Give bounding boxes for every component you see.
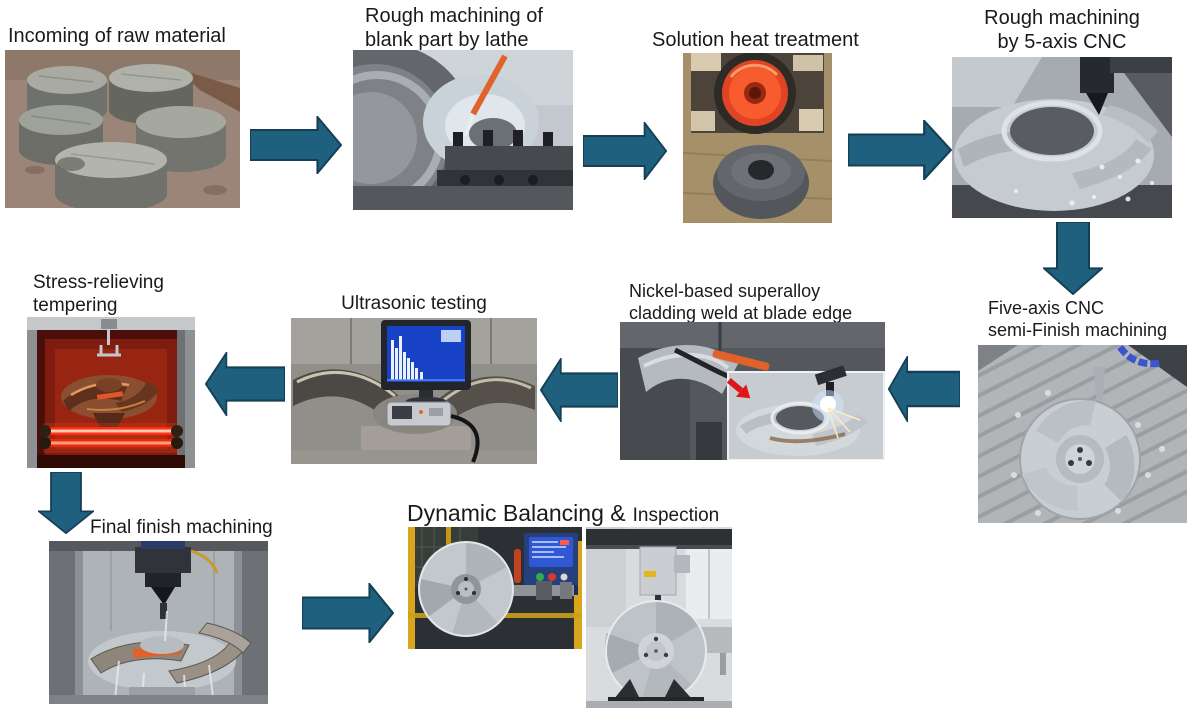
flow-arrow-left-3 bbox=[205, 352, 285, 416]
impeller-on-balancer bbox=[418, 541, 514, 637]
step-label-rough-cnc-line2: by 5-axis CNC bbox=[997, 31, 1127, 54]
step-label-balancing-sub: Inspection bbox=[632, 505, 720, 526]
photo-tempering-furnace bbox=[27, 317, 195, 468]
cnc-spindle bbox=[1080, 57, 1172, 115]
step-label-semi-finish: Five-axis CNC semi-Finish machining bbox=[988, 298, 1167, 342]
cooled-part-disc bbox=[713, 145, 809, 219]
step-label-cladding-line2: cladding weld at blade edge bbox=[629, 302, 853, 323]
arrow-right-shape bbox=[302, 583, 394, 643]
photo-cmm-inspection bbox=[586, 527, 732, 708]
photo-final-finish bbox=[49, 541, 268, 704]
mill-spindle bbox=[135, 541, 219, 619]
arrow-right-shape bbox=[848, 120, 952, 180]
step-label-heat-treatment: Solution heat treatment bbox=[652, 29, 859, 51]
step-label-semi-finish-line1: Five-axis CNC bbox=[988, 298, 1105, 318]
photo-heat-treatment bbox=[683, 53, 832, 223]
photo-rough-cnc bbox=[952, 57, 1172, 218]
step-label-lathe-line2: blank part by lathe bbox=[365, 29, 529, 52]
photo-cladding-weld bbox=[620, 322, 885, 460]
step-label-tempering-line2: tempering bbox=[33, 295, 118, 317]
arrow-left-shape bbox=[205, 352, 285, 416]
weld-torch bbox=[814, 365, 847, 386]
cmm-head bbox=[639, 546, 690, 623]
coolant-nozzle bbox=[463, 54, 508, 137]
step-label-cladding-line1: Nickel-based superalloy bbox=[629, 281, 821, 301]
step-label-cladding: Nickel-based superalloy cladding weld at… bbox=[629, 281, 852, 325]
step-label-balancing-inspection: Dynamic Balancing & Inspection bbox=[407, 499, 719, 527]
impeller-semi-finish bbox=[1019, 398, 1141, 520]
cmm-beam bbox=[586, 529, 732, 545]
impeller-edge bbox=[638, 345, 738, 394]
lathe-chuck bbox=[437, 130, 573, 186]
photo-lathe-machining bbox=[353, 50, 573, 210]
impeller-under-inspection bbox=[604, 600, 707, 702]
step-label-raw-material: Incoming of raw material bbox=[8, 25, 226, 47]
probe-cable bbox=[450, 414, 480, 463]
photo-raw-material bbox=[5, 50, 240, 208]
arrow-left-shape bbox=[540, 358, 618, 422]
weld-inset-photo bbox=[726, 365, 885, 460]
flow-arrow-right-3 bbox=[848, 120, 952, 180]
arrow-right-shape bbox=[250, 116, 342, 174]
step-label-ultrasonic: Ultrasonic testing bbox=[341, 293, 487, 314]
step-label-balancing-main: Dynamic Balancing & bbox=[407, 500, 626, 526]
orange-handle bbox=[712, 349, 770, 371]
step-label-lathe-line1: Rough machining of bbox=[365, 5, 543, 27]
fixture-feet bbox=[608, 679, 704, 704]
step-label-semi-finish-line2: semi-Finish machining bbox=[988, 319, 1168, 340]
heating-tubes bbox=[39, 423, 183, 453]
flow-arrow-right-4 bbox=[302, 583, 394, 643]
photo-dynamic-balancing bbox=[408, 527, 582, 649]
flow-arrow-right-1 bbox=[250, 116, 342, 174]
spectrum-bars bbox=[391, 336, 423, 380]
step-label-rough-cnc-line1: Rough machining bbox=[984, 7, 1140, 29]
coolant-droplets bbox=[1011, 390, 1165, 516]
furnace-opening bbox=[691, 53, 824, 134]
step-label-rough-cnc: Rough machining by 5-axis CNC bbox=[952, 6, 1172, 55]
weld-sparks bbox=[827, 407, 861, 439]
arrow-down-shape bbox=[1043, 222, 1103, 295]
flow-arrow-down-2 bbox=[38, 472, 94, 534]
photo-ultrasonic-testing bbox=[291, 318, 537, 464]
coolant-spray bbox=[1014, 158, 1154, 206]
coolant-hose bbox=[1117, 345, 1161, 368]
flow-arrow-down-1 bbox=[1043, 222, 1103, 295]
step-label-final-finish: Final finish machining bbox=[90, 517, 273, 538]
red-annotation-arrow bbox=[726, 377, 751, 399]
photo-semi-finish bbox=[978, 345, 1187, 523]
arrow-left-shape bbox=[888, 356, 960, 422]
flow-arrow-left-1 bbox=[888, 356, 960, 422]
step-label-tempering-line1: Stress-relieving bbox=[33, 272, 164, 293]
step-label-tempering: Stress-relieving tempering bbox=[33, 271, 164, 317]
ultrasonic-probe-device bbox=[386, 401, 452, 427]
arrow-right-shape bbox=[583, 122, 667, 180]
balancing-shaft bbox=[508, 581, 574, 600]
steel-billet bbox=[55, 142, 167, 208]
hanging-hook bbox=[97, 330, 121, 357]
flow-arrow-left-2 bbox=[540, 358, 618, 422]
lathe-bed-rail bbox=[353, 186, 573, 210]
arrow-down-shape bbox=[38, 472, 94, 534]
flow-arrow-right-2 bbox=[583, 122, 667, 180]
step-label-lathe: Rough machining of blank part by lathe bbox=[365, 4, 543, 53]
impeller-finish bbox=[88, 622, 252, 691]
impeller-rough bbox=[954, 99, 1158, 211]
